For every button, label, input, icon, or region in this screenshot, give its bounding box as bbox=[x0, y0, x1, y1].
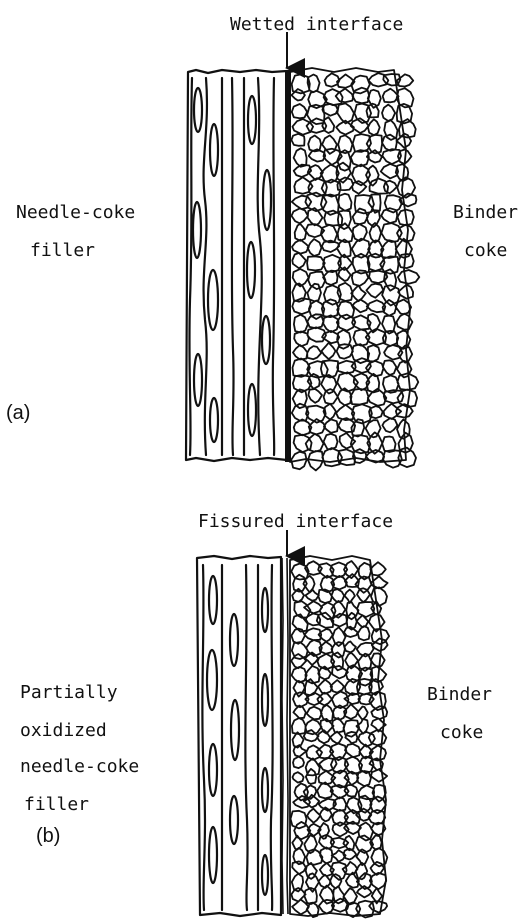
needle-coke-filler-b bbox=[197, 556, 281, 916]
fissured-interface-gap bbox=[282, 558, 288, 914]
binder-coke-a bbox=[290, 68, 419, 470]
needle-coke-filler-a bbox=[186, 70, 287, 461]
binder-coke-b bbox=[290, 556, 389, 918]
